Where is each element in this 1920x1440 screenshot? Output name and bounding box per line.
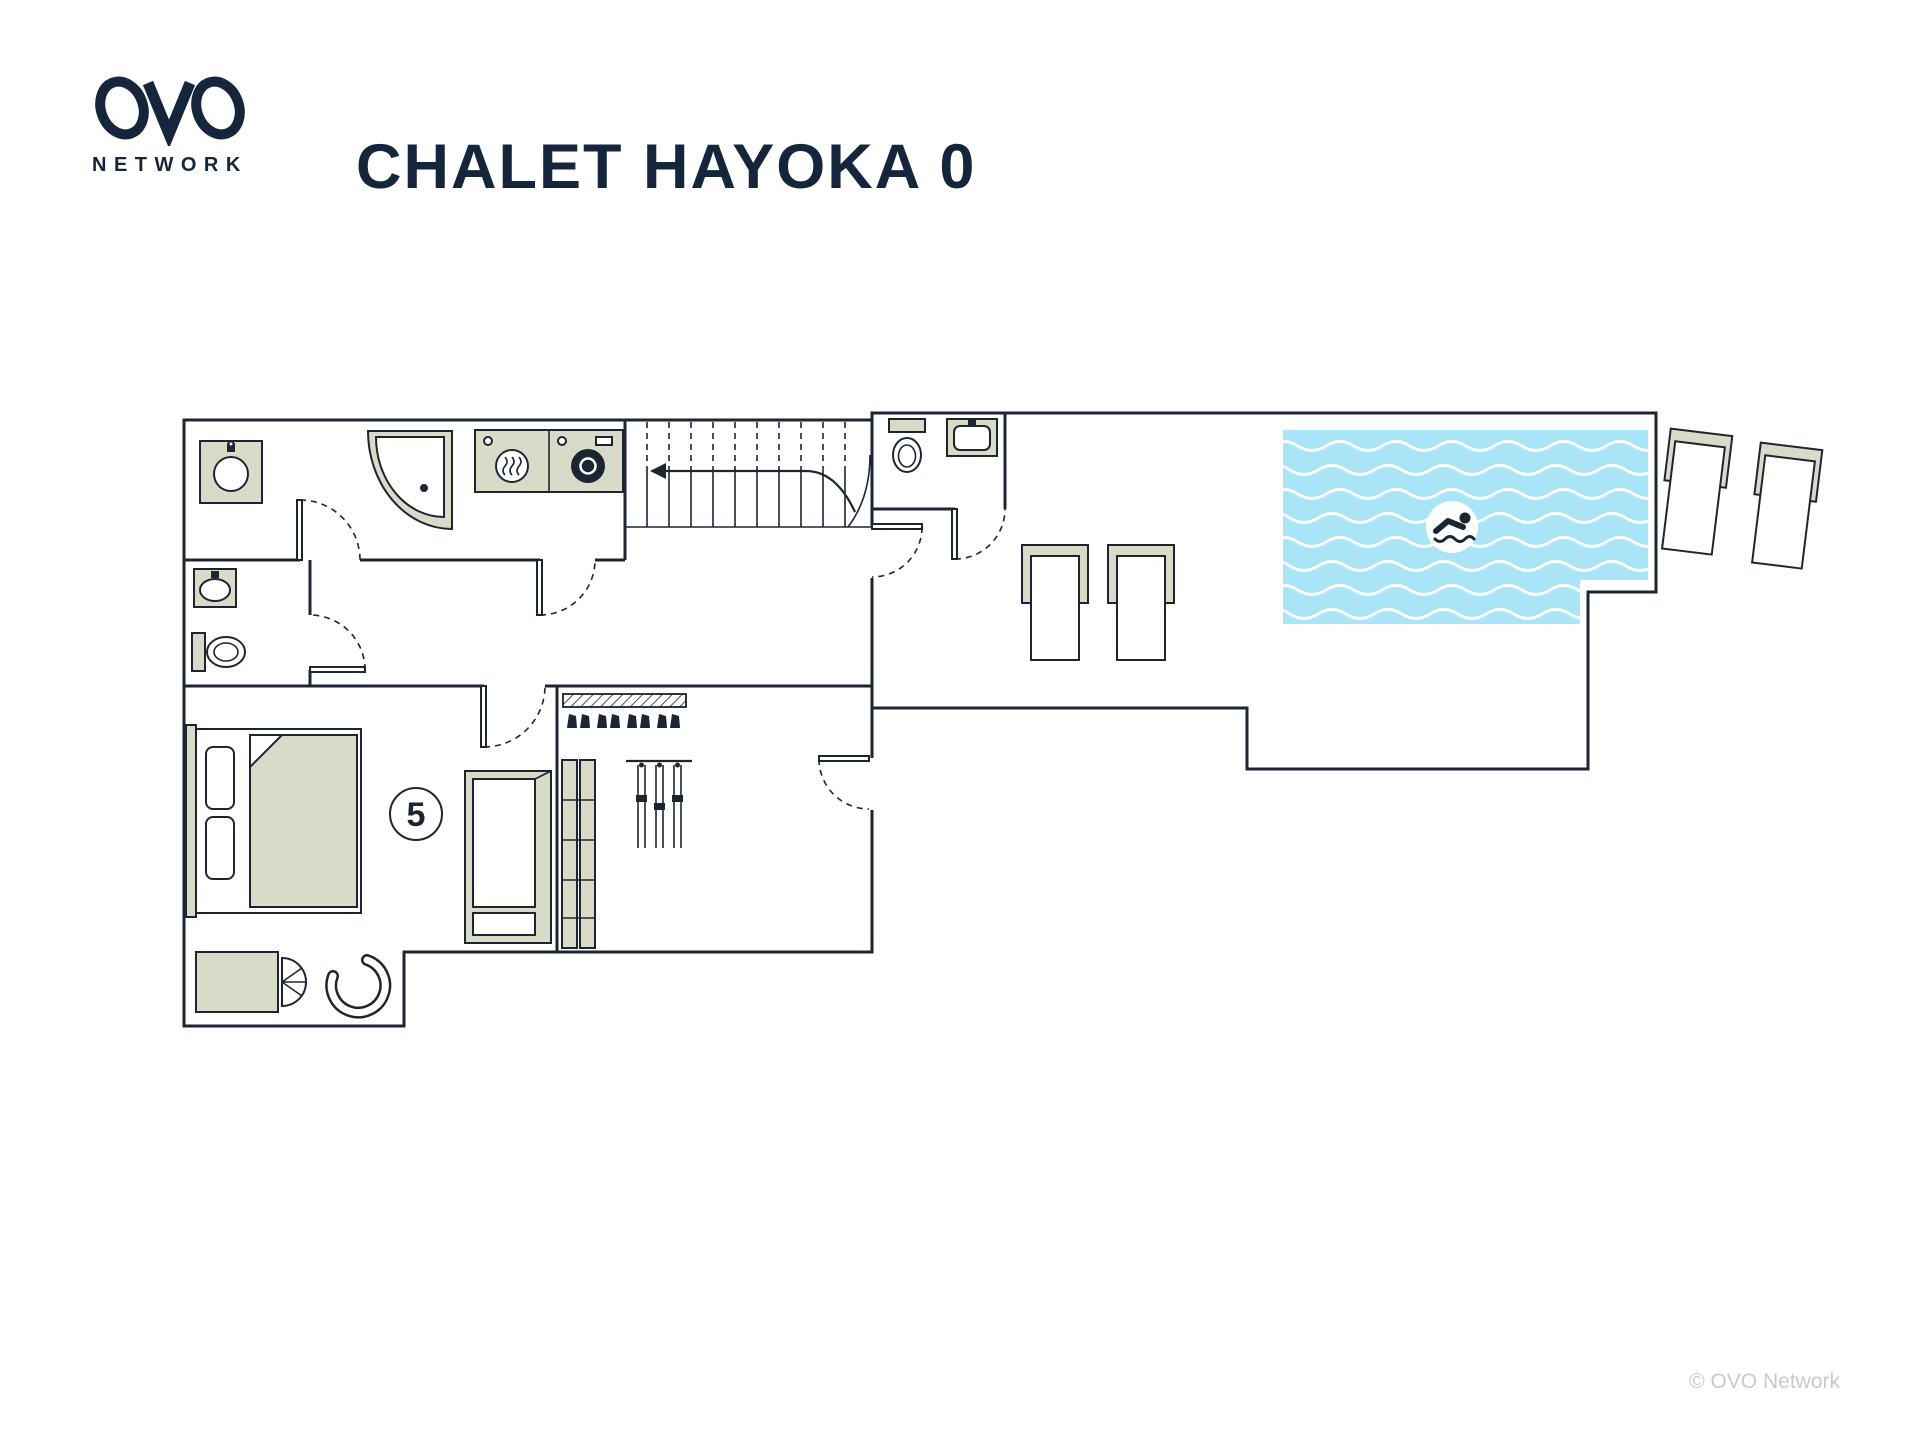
swimmer-icon — [1426, 501, 1478, 553]
stairs — [646, 422, 871, 528]
skis-icon — [626, 759, 692, 848]
desk-chair — [325, 954, 392, 1019]
sun-lounger-icon — [1660, 427, 1734, 556]
wardrobe-icon — [464, 770, 552, 944]
indoor-loungers — [1021, 544, 1175, 661]
sun-lounger-icon — [1107, 544, 1175, 661]
door-arcs — [296, 499, 1006, 810]
ski-boots-icon — [567, 714, 680, 728]
page-title: CHALET HAYOKA 0 — [356, 132, 977, 203]
wc-sink — [193, 568, 237, 608]
right-wc-toilet — [888, 418, 926, 473]
bedroom-bed — [185, 724, 362, 918]
door-arc-icon — [951, 508, 1006, 560]
washer-dryer — [474, 429, 624, 493]
door-arc-icon — [296, 499, 361, 561]
washer-icon — [557, 436, 613, 483]
shower-icon — [366, 430, 453, 531]
sun-lounger-icon — [1021, 544, 1089, 661]
pool — [1283, 430, 1648, 624]
right-block-outline — [870, 411, 1658, 771]
dryer-icon — [483, 436, 529, 483]
door-arc-icon — [480, 685, 546, 748]
interior-walls — [184, 413, 1007, 952]
sun-lounger-icon — [1750, 441, 1824, 570]
brand-logo: OVO NETWORK — [92, 70, 272, 177]
outer-walls — [182, 411, 1658, 1028]
door-arc-icon — [871, 523, 923, 578]
toilet-icon — [191, 632, 246, 672]
ovo-logo-icon — [95, 76, 245, 146]
ski-rack-icon — [562, 693, 687, 708]
door-arc-icon — [536, 559, 596, 616]
right-wc-sink — [946, 418, 998, 457]
door-arc-icon — [818, 755, 870, 810]
outdoor-loungers — [1660, 427, 1824, 570]
direction-arrow — [650, 463, 856, 513]
door-arc-icon — [309, 614, 366, 673]
bathroom-vanity — [199, 440, 263, 504]
room-badge: 5 — [389, 787, 443, 841]
copyright-text: © OVO Network — [1689, 1370, 1840, 1393]
brand-subtitle: NETWORK — [92, 154, 248, 176]
desk-icon — [195, 951, 307, 1013]
lockers — [561, 759, 596, 949]
room-badge-number: 5 — [407, 796, 426, 834]
